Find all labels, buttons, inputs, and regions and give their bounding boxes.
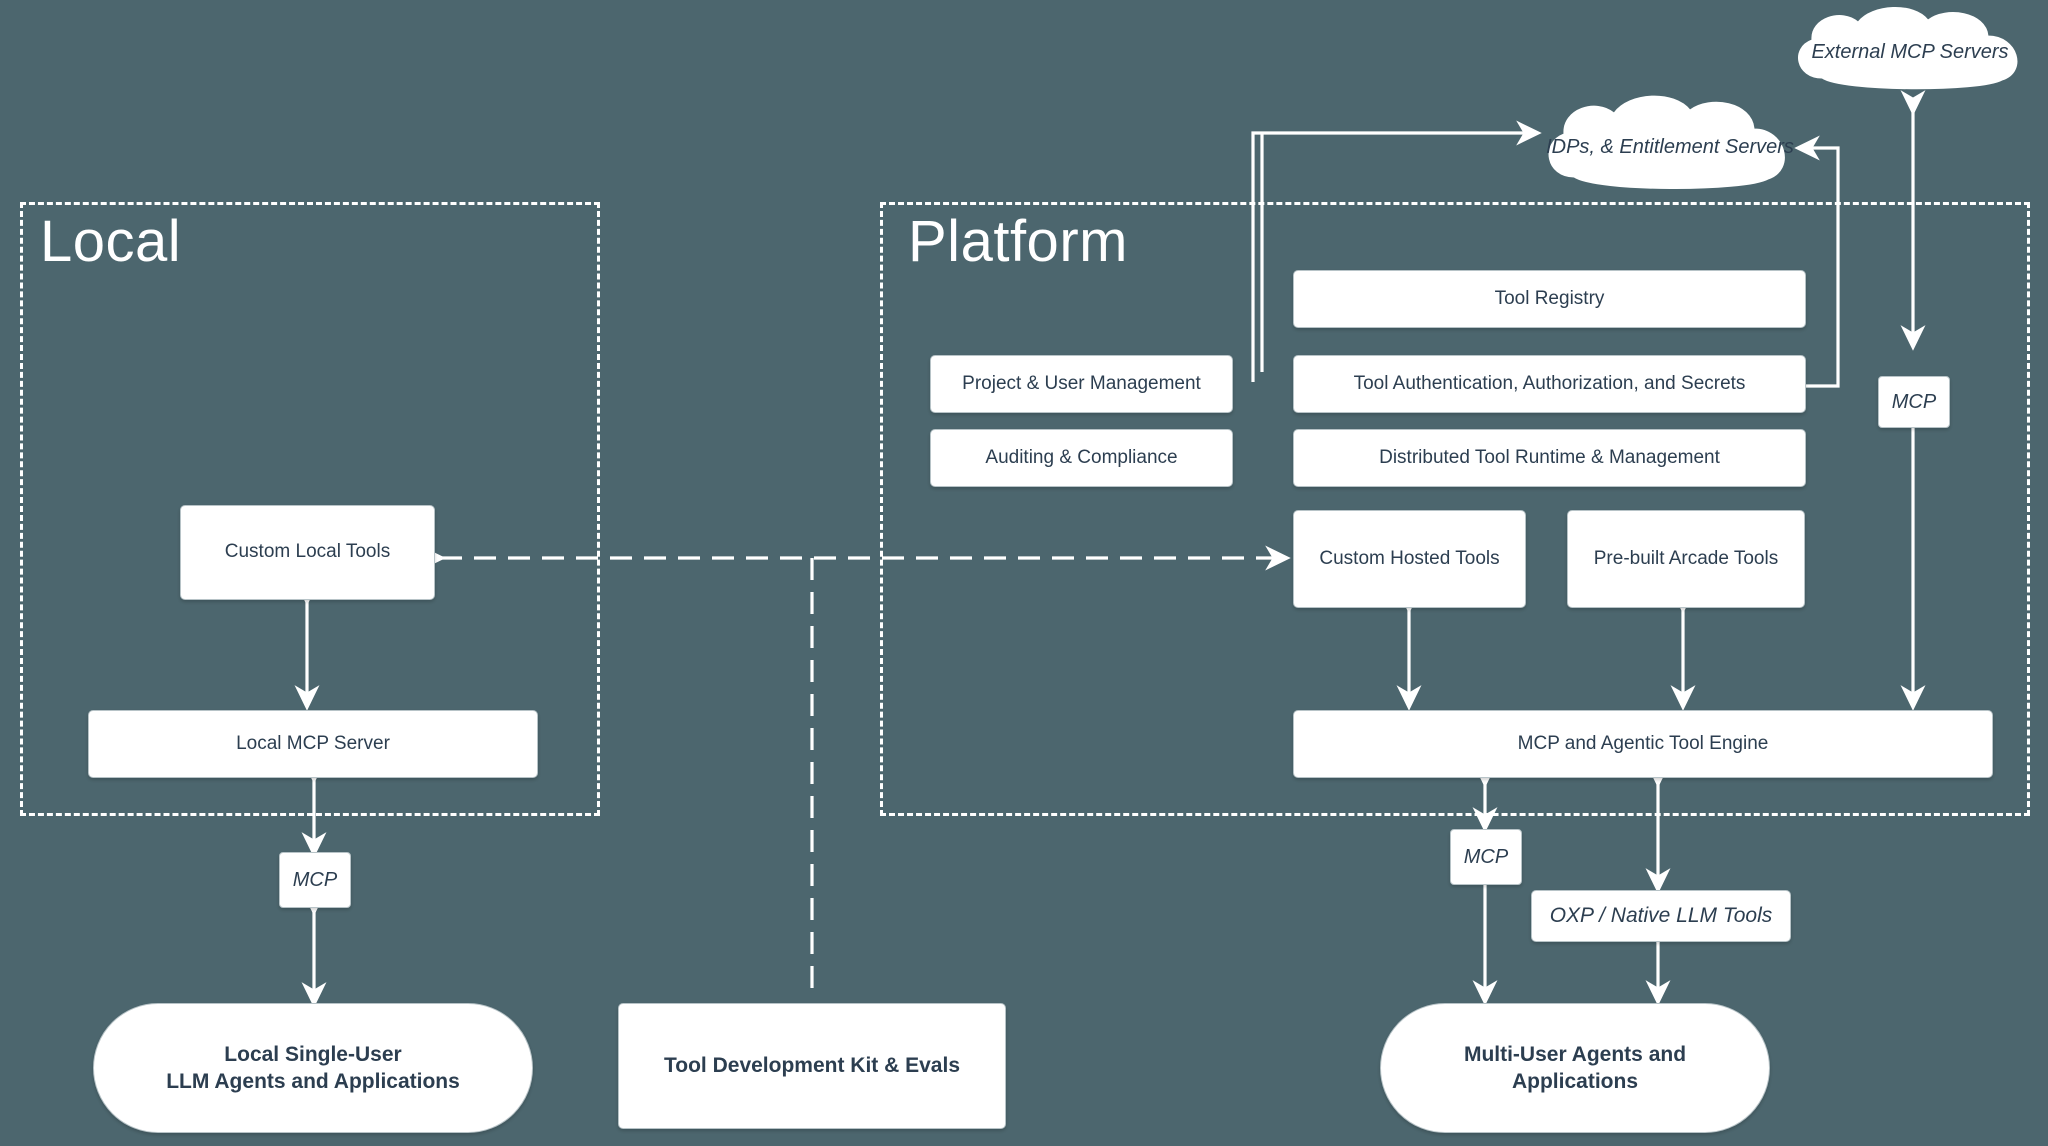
box-tool-authentication[interactable]: Tool Authentication, Authorization, and …	[1293, 355, 1806, 413]
cloud-shape-icon	[1798, 7, 2018, 90]
box-multiuser-agents[interactable]: Multi-User Agents and Applications	[1380, 1003, 1770, 1133]
cloud-external-mcp-servers: External MCP Servers	[1780, 6, 2040, 98]
box-local-agents[interactable]: Local Single-User LLM Agents and Applica…	[93, 1003, 533, 1133]
box-distributed-tool-runtime[interactable]: Distributed Tool Runtime & Management	[1293, 429, 1806, 487]
box-tool-development-kit[interactable]: Tool Development Kit & Evals	[618, 1003, 1006, 1129]
box-tool-registry[interactable]: Tool Registry	[1293, 270, 1806, 328]
box-multiuser-agents-line1: Multi-User Agents and	[1463, 1042, 1687, 1066]
box-multiuser-agents-line2: Applications	[1511, 1070, 1638, 1093]
tag-oxp-native-llm-tools: OXP / Native LLM Tools	[1531, 890, 1791, 942]
cloud-label: IDPs, & Entitlement Servers	[1546, 136, 1794, 158]
box-mcp-agentic-tool-engine[interactable]: MCP and Agentic Tool Engine	[1293, 710, 1993, 778]
zone-platform-title: Platform	[908, 209, 1128, 274]
box-custom-local-tools[interactable]: Custom Local Tools	[180, 505, 435, 600]
cloud-idps-entitlement-servers: IDPs, & Entitlement Servers	[1530, 95, 1810, 200]
box-auditing-compliance[interactable]: Auditing & Compliance	[930, 429, 1233, 487]
zone-platform	[880, 202, 2030, 816]
cloud-shape-icon	[1548, 95, 1785, 190]
box-project-user-management[interactable]: Project & User Management	[930, 355, 1233, 413]
tag-mcp-external: MCP	[1878, 376, 1950, 428]
box-custom-hosted-tools[interactable]: Custom Hosted Tools	[1293, 510, 1526, 608]
tag-mcp-local: MCP	[279, 852, 351, 908]
zone-local	[20, 202, 600, 816]
tag-mcp-platform: MCP	[1450, 829, 1522, 885]
box-local-mcp-server[interactable]: Local MCP Server	[88, 710, 538, 778]
box-local-agents-line1: Local Single-User	[224, 1042, 402, 1066]
cloud-label: External MCP Servers	[1811, 40, 2009, 63]
box-prebuilt-arcade-tools[interactable]: Pre-built Arcade Tools	[1567, 510, 1805, 608]
zone-local-title: Local	[40, 209, 182, 274]
box-local-agents-line2: LLM Agents and Applications	[166, 1070, 460, 1093]
